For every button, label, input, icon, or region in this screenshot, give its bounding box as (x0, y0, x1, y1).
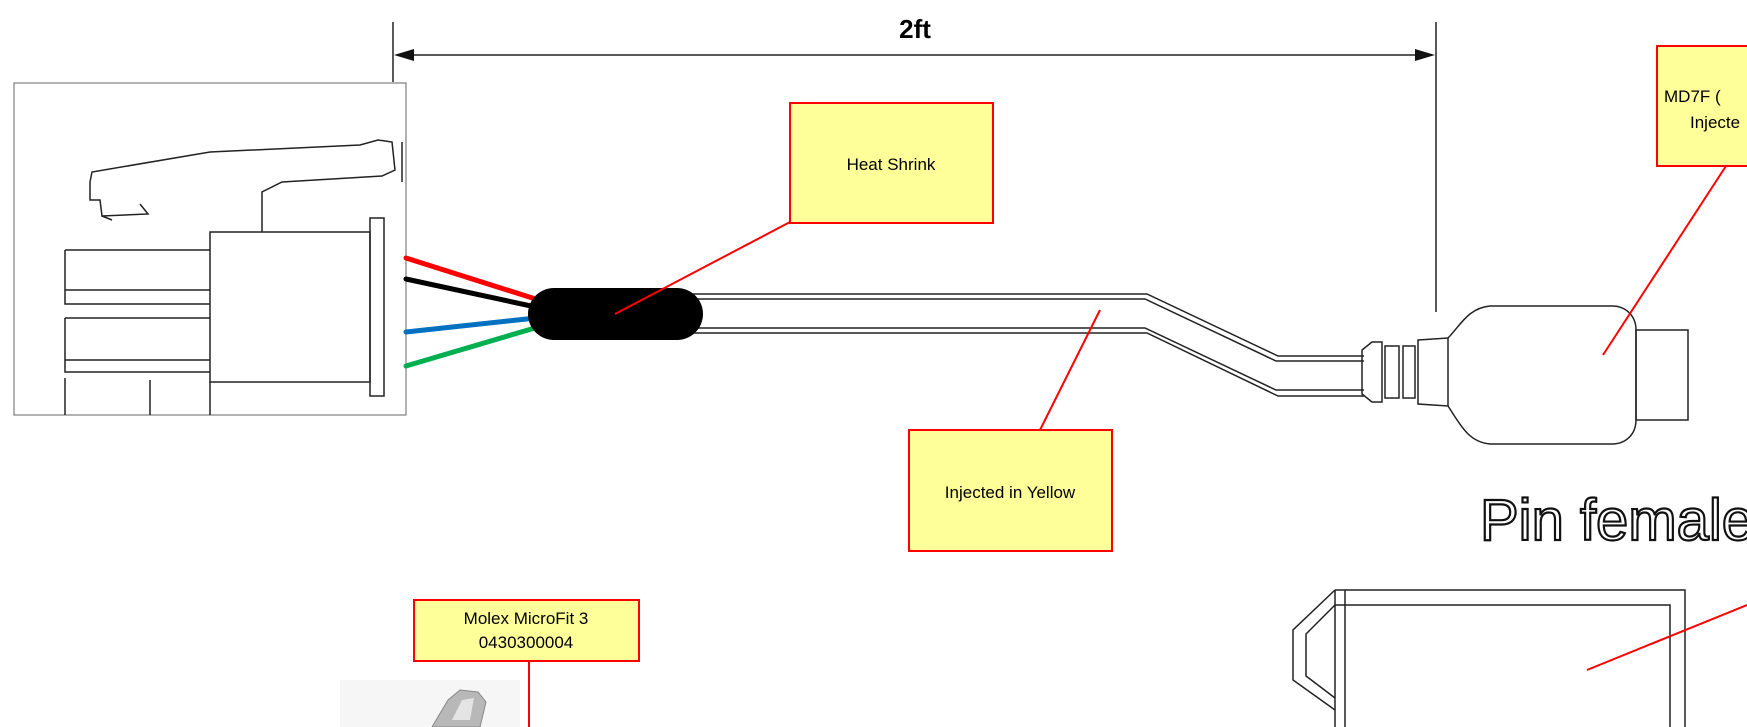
leader-injected-yellow (1039, 309, 1101, 431)
svg-text:MD7F (: MD7F ( (1664, 87, 1721, 106)
molex-connector-drawing (13, 82, 407, 416)
wire-red (403, 255, 548, 305)
pin-female-label: Pin female (1480, 488, 1747, 553)
callout-molex: Molex MicroFit 3 0430300004 (413, 599, 640, 662)
leader-md7f (1602, 165, 1727, 356)
leader-lines (528, 165, 1747, 727)
md7f-connector-drawing (1361, 305, 1689, 445)
svg-text:Injecte: Injecte (1690, 113, 1740, 132)
cable-jacket (690, 293, 1364, 397)
wire-green (403, 322, 548, 369)
callout-heat-shrink: Heat Shrink (789, 102, 994, 224)
svg-text:Molex MicroFit 3: Molex MicroFit 3 (464, 609, 589, 628)
leader-heat-shrink (614, 221, 791, 315)
svg-text:0430300004: 0430300004 (479, 633, 574, 652)
callout-md7f: MD7F ( Injecte (1656, 45, 1747, 167)
wire-blue (403, 314, 548, 335)
leader-pin-female (1586, 604, 1747, 671)
wire-black (403, 276, 548, 312)
wire-bundle (403, 255, 548, 369)
callout-injected-yellow: Injected in Yellow (908, 429, 1113, 552)
molex-connector-photo (340, 680, 520, 727)
svg-text:Injected in Yellow: Injected in Yellow (945, 483, 1076, 502)
svg-text:Heat Shrink: Heat Shrink (847, 155, 936, 174)
dimension-2ft: 2ft (392, 14, 1437, 312)
pin-female-drawing (1292, 589, 1686, 727)
dimension-label: 2ft (899, 14, 931, 44)
